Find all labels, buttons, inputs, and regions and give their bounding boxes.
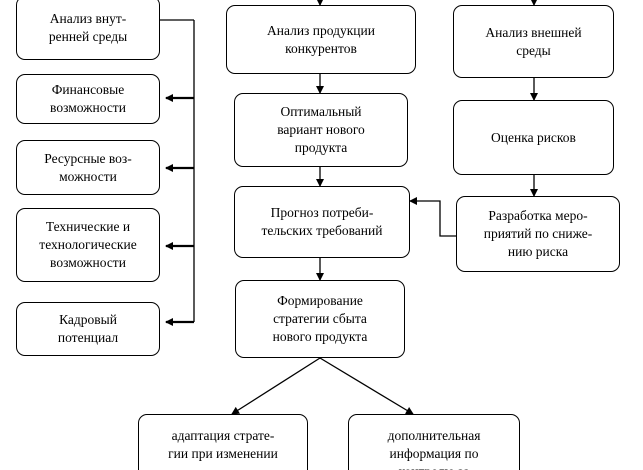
box-sales-strategy-label: Формирование стратегии сбыта нового прод… xyxy=(272,293,368,344)
box-forecast: Прогноз потреби- тельских требований xyxy=(234,186,410,258)
box-sales-strategy: Формирование стратегии сбыта нового прод… xyxy=(235,280,405,358)
arrow-strategy-to-adaptation xyxy=(231,357,321,415)
box-internal-analysis-label: Анализ внут- ренней среды xyxy=(48,11,128,44)
box-resource: Ресурсные воз- можности xyxy=(16,140,160,195)
box-resource-label: Ресурсные воз- можности xyxy=(44,150,132,184)
box-additional-info: дополнительная информация по контролю за xyxy=(348,414,520,470)
box-personnel-label: Кадровый потенциал xyxy=(57,312,119,345)
box-financial-label: Финансовые возможности xyxy=(50,82,126,115)
box-external-analysis: Анализ внешней среды xyxy=(453,5,614,78)
box-risk-assessment: Оценка рисков xyxy=(453,100,614,175)
box-technical-label: Технические и технологические возможност… xyxy=(39,219,137,270)
box-strategy-adaptation-label: адаптация страте- гии при изменении xyxy=(168,428,278,461)
box-competitors: Анализ продукции конкурентов xyxy=(226,5,416,74)
box-internal-analysis: Анализ внут- ренней среды xyxy=(16,0,160,60)
box-forecast-label: Прогноз потреби- тельских требований xyxy=(261,205,383,238)
box-risk-measures-label: Разработка меро- приятий по сниже- нию р… xyxy=(483,208,593,259)
box-strategy-adaptation: адаптация страте- гии при изменении xyxy=(138,414,308,470)
connector-measures-to-forecast xyxy=(409,197,456,237)
box-financial: Финансовые возможности xyxy=(16,74,160,124)
box-additional-info-label: дополнительная информация по контролю за xyxy=(387,428,481,470)
box-competitors-label: Анализ продукции конкурентов xyxy=(267,22,375,56)
box-risk-assessment-label: Оценка рисков xyxy=(491,129,576,145)
box-risk-measures: Разработка меро- приятий по сниже- нию р… xyxy=(456,196,620,272)
box-optimal-variant-label: Оптимальный вариант нового продукта xyxy=(277,104,365,155)
box-optimal-variant: Оптимальный вариант нового продукта xyxy=(234,93,408,167)
box-external-analysis-label: Анализ внешней среды xyxy=(485,24,582,58)
arrow-strategy-to-additional xyxy=(319,357,414,415)
box-personnel: Кадровый потенциал xyxy=(16,302,160,356)
box-technical: Технические и технологические возможност… xyxy=(16,208,160,282)
